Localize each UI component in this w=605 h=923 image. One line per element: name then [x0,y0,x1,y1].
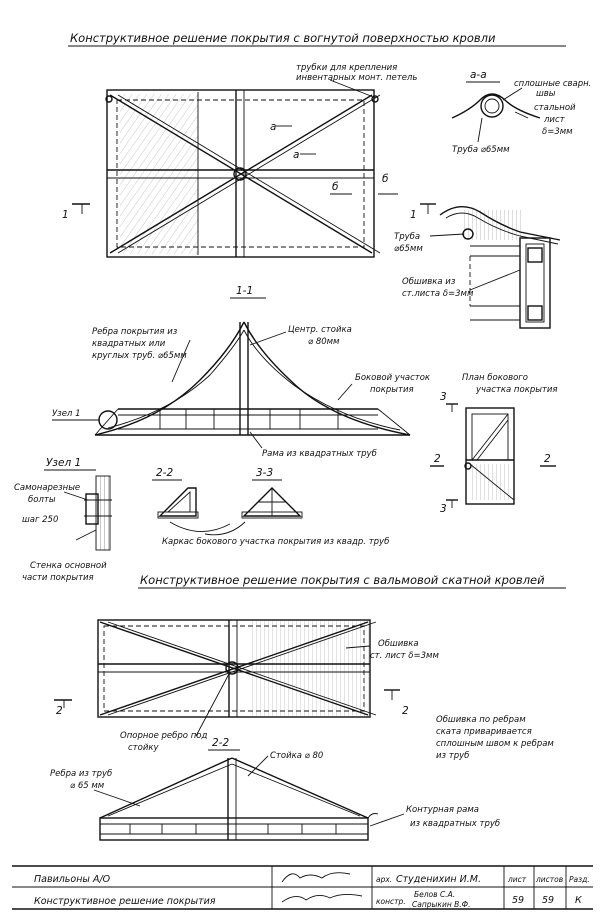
bottom-plan [54,619,400,737]
sections-caption: Каркас бокового участка покрытия из квад… [162,537,389,547]
sec22b-frame-2: из квадратных труб [410,819,500,829]
tb-role-constr: констр. [376,897,406,906]
marker-a-2: а [293,149,299,161]
aa-welds-1: сплошные сварн. [514,79,591,89]
bb-pipe-1: Труба [394,232,420,242]
bottom-cut-2-right: 2 [402,705,409,717]
side-plan-title-2: участка покрытия [475,385,558,395]
aa-pipe: Труба ⌀65мм [452,145,510,155]
bb-cladding-1: Обшивка из [402,277,456,287]
tb-drawing: Конструктивное решение покрытия [34,896,216,907]
bb-pipe-2: ⌀65мм [394,244,423,254]
central-post-circle [233,167,247,181]
bottom-cladding-1: Обшивка [378,639,419,649]
side-cut-2-left: 2 [434,453,441,465]
side-plan [430,403,556,508]
side-plan-title-1: План бокового [462,373,528,383]
support-rib-1: Опорное ребро под [120,731,207,741]
post-2: ⌀ 80мм [308,337,340,347]
side-cut-2-right: 2 [544,453,551,465]
frame-label: Рама из квадратных труб [262,449,377,459]
sec22b-ribs-2: ⌀ 65 мм [70,781,105,791]
bb-cladding-2: ст.листа δ=3мм [402,289,474,299]
side-1: Боковой участок [355,373,431,383]
sec33-title: 3-3 [256,467,273,479]
aa-welds-2: швы [536,89,556,99]
tb-name-constr-2: Сапрыкин В.Ф. [412,900,470,909]
signature-arch [281,872,351,883]
title-block [12,865,593,910]
sec22b-title: 2-2 [212,737,229,749]
marker-b-2: б [382,173,389,185]
sec22-title: 2-2 [156,467,173,479]
weld-note-1: Обшивка по ребрам [436,715,526,725]
aa-steel-3: δ=3мм [542,127,573,137]
node1-title: Узел 1 [46,457,81,469]
section-aa-detail [451,87,541,143]
bottom-cut-2-left: 2 [56,705,63,717]
support-rib-2: стойку [128,743,159,753]
tb-section-label: Разд. [569,875,590,884]
sec22b-post: Стойка ⌀ 80 [270,751,323,761]
tb-name-arch: Студенихин И.М. [396,874,481,885]
aa-steel-2: лист [543,115,566,125]
aa-steel-1: стальной [534,103,576,113]
sec22b-frame-1: Контурная рама [406,805,479,815]
section-bb-detail [429,206,561,329]
side-cut-3-bottom: 3 [440,503,447,515]
node1-wall-2: части покрытия [22,573,94,583]
node1-detail [63,475,112,551]
tb-sheets-label: листов [535,875,563,884]
node1-wall-1: Стенка основной [30,561,107,571]
side-2: покрытия [370,385,414,395]
bottom-title: Конструктивное решение покрытия с вальмо… [140,573,545,587]
tb-role-arch: арх. [376,875,392,884]
tubes-note-1: трубки для крепления [296,63,397,73]
marker-a-1: а [270,121,276,133]
signature-constr [281,893,363,903]
section-11-elevation [94,321,411,449]
node1-bolts-1: Самонарезные [14,483,80,493]
weld-note-3: сплошным швом к ребрам [436,739,554,749]
tubes-note-2: инвентарных монт. петель [296,73,417,83]
weld-note-4: из труб [436,751,469,761]
side-cut-3-top: 3 [440,391,447,403]
marker-b-1: б [332,181,339,193]
node-1-label: Узел 1 [52,409,80,419]
node1-bolts-2: болты [28,495,56,505]
section-11-title: 1-1 [236,285,253,297]
section-22b-elevation [93,755,405,841]
node1-step: шаг 250 [22,515,58,525]
ribs-2: квадратных или [92,339,166,349]
ribs-1: Ребра покрытия из [92,327,178,337]
ribs-3: круглых труб. ⌀65мм [92,351,187,361]
tb-sheet: 59 [512,895,524,906]
weld-note-2: ската приваривается [436,727,532,737]
bottom-cladding-2: ст. лист δ=3мм [370,651,439,661]
tb-sheet-label: лист [507,875,527,884]
cut-1-left: 1 [62,209,69,221]
post-1: Центр. стойка [288,325,352,335]
tb-project: Павильоны А/О [34,874,111,885]
top-title: Конструктивное решение покрытия с вогнут… [70,31,496,45]
tb-sheets: 59 [542,895,554,906]
tb-name-constr-1: Белов С.А. [414,890,455,899]
top-plan [105,79,381,258]
cut-1-right: 1 [410,209,417,221]
sec22b-ribs-1: Ребра из труб [50,769,112,779]
section-aa-title: а-а [470,69,487,81]
tb-section: К [575,895,583,906]
sections-22-33-detail [157,487,303,536]
